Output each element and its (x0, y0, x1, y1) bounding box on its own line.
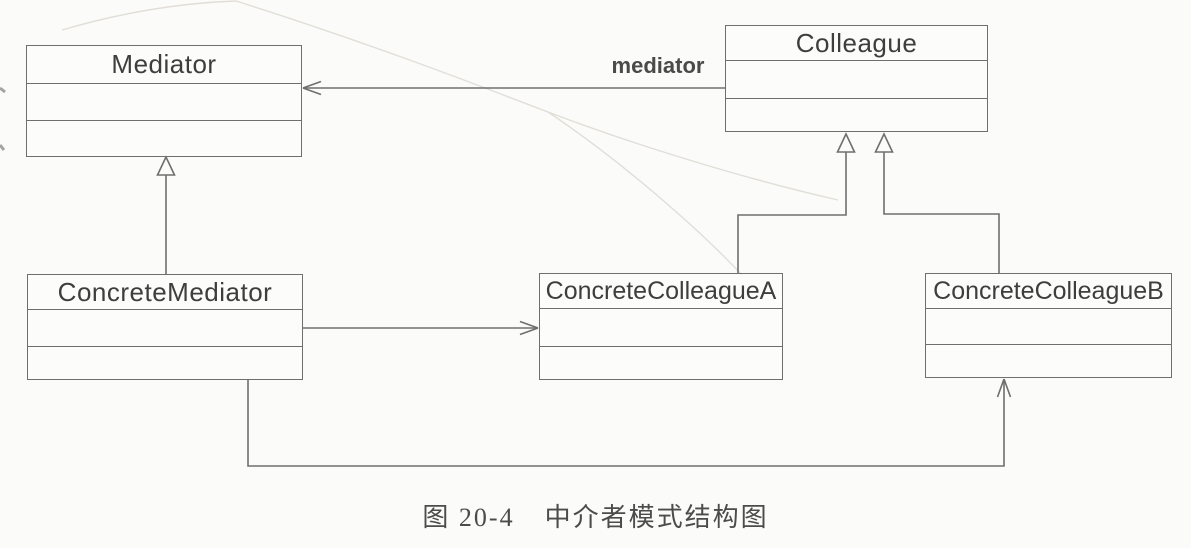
attributes-compartment (28, 309, 302, 346)
figure-number: 图 20-4 (422, 502, 515, 532)
association-concretemediator-to-concretecolleaguea (303, 320, 539, 336)
attributes-compartment (27, 83, 301, 120)
generalization-concretecolleaguea-to-colleague (737, 132, 856, 273)
association-concretemediator-to-concretecolleagueb (247, 378, 1012, 467)
class-name-mediator: Mediator (111, 49, 217, 79)
attributes-compartment (540, 308, 782, 346)
figure-title: 中介者模式结构图 (544, 502, 769, 532)
class-box-mediator: Mediator (26, 45, 302, 157)
operations-compartment (27, 120, 301, 156)
operations-compartment (726, 98, 987, 131)
class-name-concretecolleagueb: ConcreteColleagueB (933, 276, 1164, 305)
operations-compartment (540, 346, 782, 379)
figure-caption: 图 20-4 中介者模式结构图 (0, 497, 1191, 533)
attributes-compartment (926, 308, 1171, 344)
scan-edge-marks (0, 86, 6, 151)
operations-compartment (28, 346, 302, 379)
class-name-concretecolleaguea: ConcreteColleagueA (545, 276, 777, 305)
class-box-concretecolleagueb: ConcreteColleagueB (925, 273, 1172, 378)
class-box-concretecolleaguea: ConcreteColleagueA (539, 273, 783, 380)
attributes-compartment (726, 60, 987, 98)
class-box-colleague: Colleague (725, 25, 988, 132)
class-name-colleague: Colleague (795, 27, 918, 58)
class-name-concretemediator: ConcreteMediator (57, 276, 273, 307)
operations-compartment (926, 344, 1171, 377)
association-colleague-to-mediator (302, 80, 725, 96)
generalization-concretecolleagueb-to-colleague (874, 132, 1000, 273)
class-box-concretemediator: ConcreteMediator (27, 274, 303, 380)
generalization-concretemediator-to-mediator (156, 155, 176, 274)
association-role-label-mediator: mediator (611, 53, 705, 78)
